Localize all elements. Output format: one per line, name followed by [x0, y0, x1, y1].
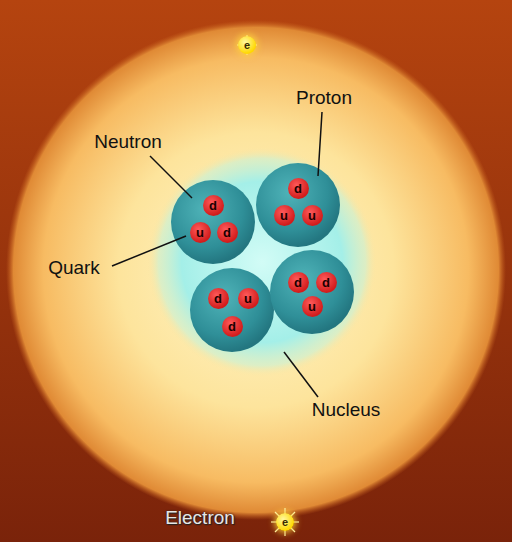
particle-letter: u: [196, 226, 204, 239]
particle-letter: u: [308, 209, 316, 222]
neutron-sphere: [190, 268, 274, 352]
quark-dot: d: [217, 222, 238, 243]
particle-letter: e: [282, 517, 288, 528]
particle-letter: d: [294, 182, 302, 195]
quark-dot: u: [238, 288, 259, 309]
leader-line: [112, 236, 186, 266]
quark-dot: d: [288, 272, 309, 293]
particle-letter: u: [244, 292, 252, 305]
leader-line: [284, 352, 318, 397]
particle-letter: d: [214, 292, 222, 305]
quark-dot: u: [190, 222, 211, 243]
electron-cloud: [6, 20, 506, 520]
particle-letter: d: [209, 199, 217, 212]
quark-dot: d: [288, 178, 309, 199]
particle-letter: d: [228, 320, 236, 333]
part-label: Quark: [48, 258, 100, 279]
part-label: Proton: [296, 88, 352, 109]
proton-sphere: [256, 163, 340, 247]
nucleus-glow: [147, 147, 377, 377]
electron-dot: e: [276, 513, 294, 531]
electron-dot: e: [238, 36, 256, 54]
quark-dot: d: [208, 288, 229, 309]
part-label: Neutron: [94, 132, 162, 153]
quark-dot: u: [274, 205, 295, 226]
leader-line: [318, 112, 322, 176]
leader-line: [150, 156, 192, 198]
neutron-sphere: [171, 180, 255, 264]
proton-sphere: [270, 250, 354, 334]
particle-letter: u: [280, 209, 288, 222]
particle-letter: u: [308, 300, 316, 313]
quark-dot: u: [302, 296, 323, 317]
particle-letter: e: [244, 40, 250, 51]
quark-dot: u: [302, 205, 323, 226]
quark-dot: d: [222, 316, 243, 337]
quark-dot: d: [316, 272, 337, 293]
part-label: Nucleus: [312, 400, 381, 421]
particle-letter: d: [322, 276, 330, 289]
quark-dot: d: [203, 195, 224, 216]
part-label: Electron: [165, 508, 235, 529]
particle-letter: d: [223, 226, 231, 239]
particle-letter: d: [294, 276, 302, 289]
